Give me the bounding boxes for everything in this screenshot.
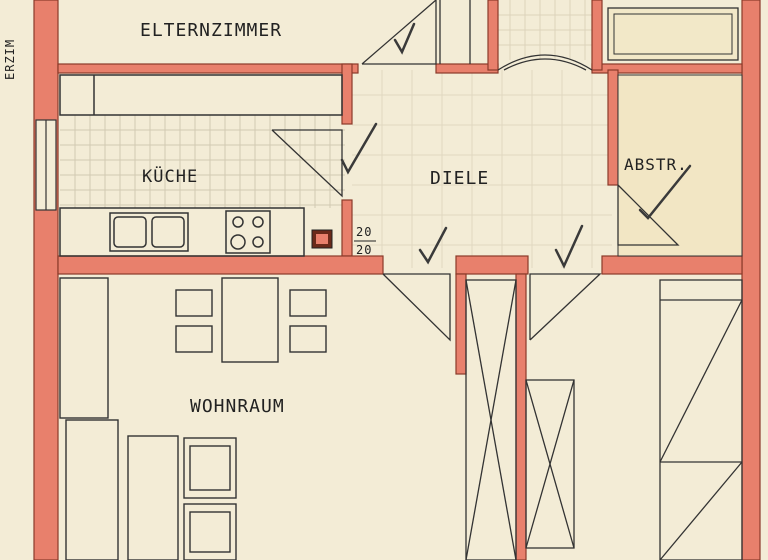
room-label-elternzimmer: ELTERNZIMMER — [140, 20, 282, 41]
dimension-bottom: 20 — [356, 243, 372, 257]
dimension-top: 20 — [356, 225, 372, 239]
chimney-flue — [316, 234, 328, 244]
left-window — [35, 119, 57, 211]
kitchen-sink — [109, 212, 189, 252]
storage-room-floor — [617, 74, 743, 257]
bath-tub-inner — [613, 13, 733, 55]
stove — [225, 210, 271, 254]
room-label-abstr: ABSTR. — [624, 155, 688, 174]
wardrobe-closets — [465, 279, 743, 560]
room-label-kueche: KÜCHE — [142, 165, 198, 187]
kitchen-tile-grid — [60, 115, 345, 208]
room-label-wohnraum: WOHNRAUM — [190, 396, 285, 417]
dining-set — [175, 277, 327, 363]
bath-tub — [607, 7, 739, 61]
bath-tile-grid — [498, 0, 592, 60]
kitchen-counter — [59, 74, 343, 257]
living-furniture — [59, 277, 237, 560]
walls — [33, 0, 761, 560]
check-marks — [340, 22, 692, 269]
room-label-diele: DIELE — [430, 168, 489, 189]
side-text: ERZIM — [3, 39, 17, 80]
hall-tile-grid — [352, 70, 612, 268]
door-swings — [271, 0, 680, 342]
